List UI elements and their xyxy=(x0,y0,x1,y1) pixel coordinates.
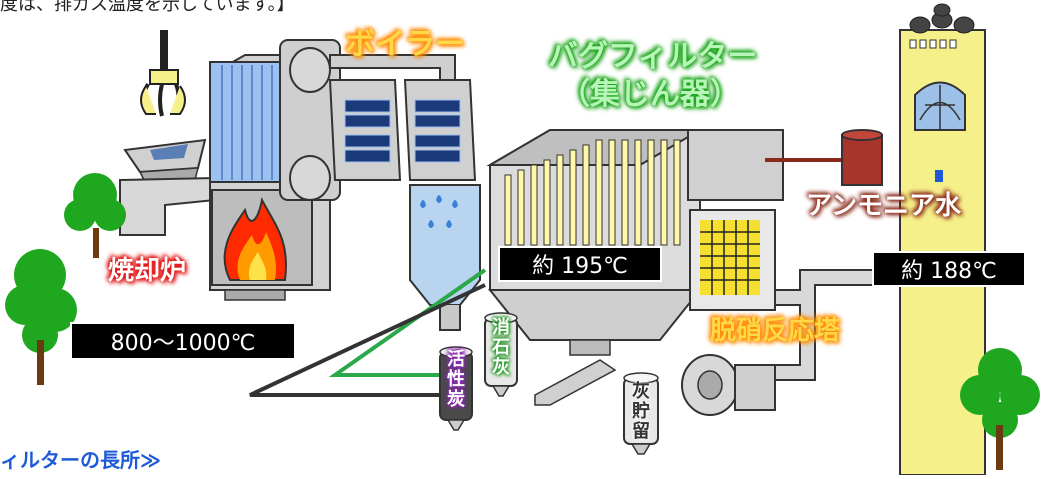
waste-hopper xyxy=(123,138,207,183)
boiler-label: ボイラー xyxy=(345,27,465,62)
boiler-unit xyxy=(209,39,477,201)
activated-carbon-label: 活性炭 xyxy=(447,349,465,410)
footer-fragment: ィルターの長所≫ xyxy=(0,448,161,472)
ash-conveyor xyxy=(534,359,617,406)
induced-draft-fan xyxy=(681,354,776,416)
bag-filter-temperature: 約 195℃ xyxy=(498,246,662,282)
denitration-tower-label: 脱硝反応塔 xyxy=(710,316,841,346)
header-fragment: 度は、排ガス温度を示しています。】 xyxy=(0,0,295,15)
crane-grab xyxy=(140,30,186,117)
bag-filter-label-line1: バグフィルター xyxy=(548,39,758,74)
bag-filter-label-line2: （集じん器） xyxy=(560,77,740,112)
exhaust-duct xyxy=(769,269,896,381)
denitration-reactor xyxy=(689,209,776,311)
activated-carbon-silo xyxy=(439,346,473,431)
ash-storage-silo xyxy=(623,372,659,455)
slaked-lime-silo xyxy=(484,312,518,397)
slaked-lime-label: 消石灰 xyxy=(492,317,510,378)
incinerator-label: 焼却炉 xyxy=(108,256,187,286)
feed-chute xyxy=(119,176,216,236)
incinerator-temperature: 800〜1000℃ xyxy=(70,322,296,360)
tree-icon xyxy=(64,173,126,258)
stack-temperature: 約 188℃ xyxy=(872,251,1026,287)
gas-duct-box xyxy=(687,129,845,201)
tree-icon xyxy=(960,348,1040,470)
bag-filter-unit xyxy=(486,129,704,356)
ammonia-water-label: アンモニア水 xyxy=(806,191,961,221)
gas-cooling-tower xyxy=(409,184,481,331)
tree-icon xyxy=(5,249,77,385)
ash-storage-label: 灰貯留 xyxy=(632,381,650,442)
ammonia-tank xyxy=(841,129,883,186)
